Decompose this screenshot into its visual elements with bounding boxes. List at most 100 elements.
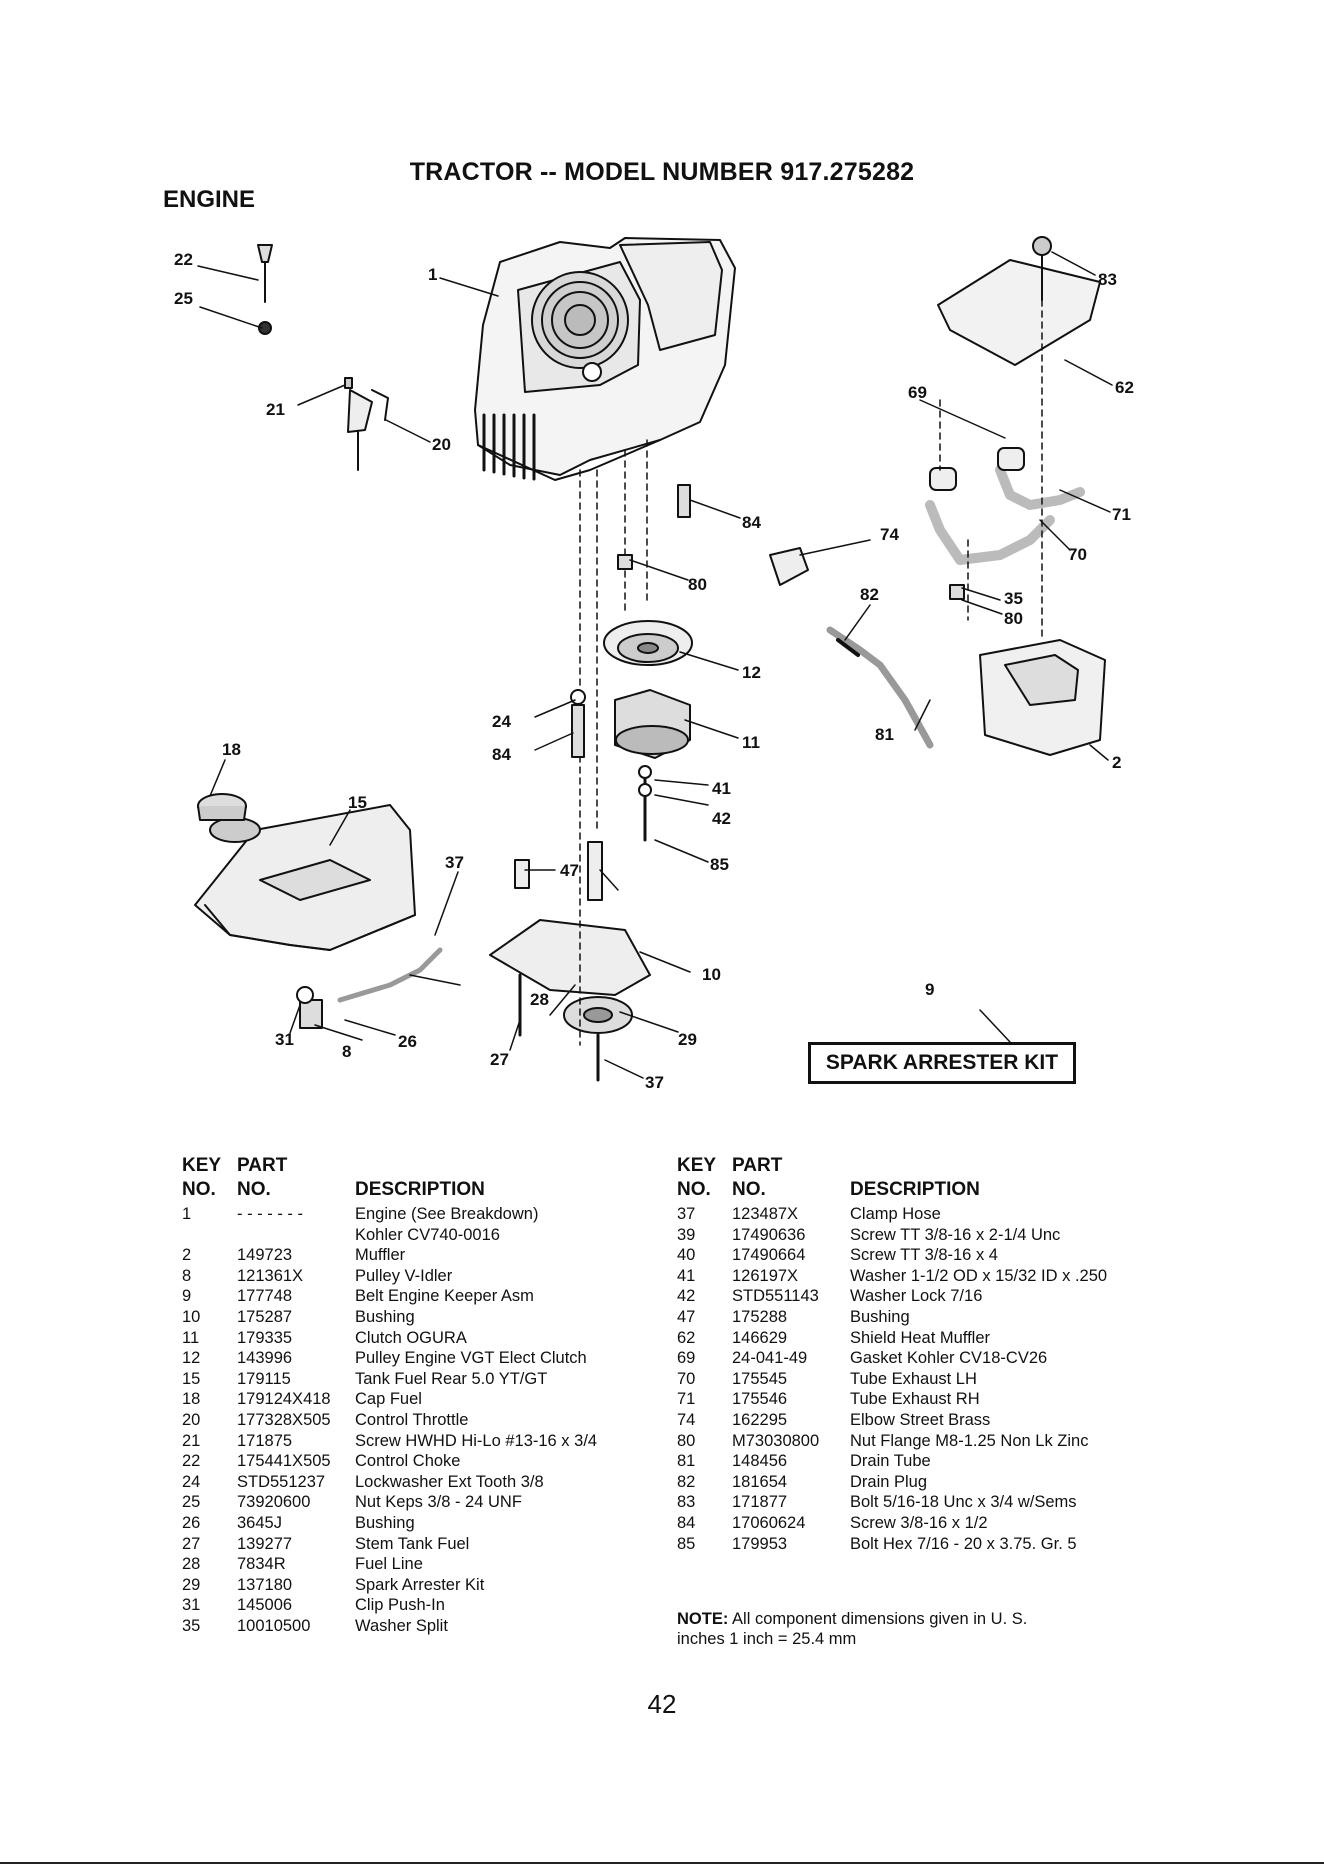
part-description: Tank Fuel Rear 5.0 YT/GT xyxy=(355,1369,548,1388)
part-key-no: 70 xyxy=(677,1369,696,1388)
part-no: 139277 xyxy=(237,1534,293,1553)
callout-label: 80 xyxy=(1004,609,1023,628)
drain-tube xyxy=(769,547,934,749)
part-key-no: 29 xyxy=(182,1575,201,1594)
part-no: 175287 xyxy=(237,1307,293,1326)
clutch xyxy=(614,689,691,759)
part-key-no: 84 xyxy=(677,1513,696,1532)
callout-label: 70 xyxy=(1068,545,1087,564)
part-key-no: 22 xyxy=(182,1452,201,1471)
part-description: Clip Push-In xyxy=(355,1596,445,1615)
part-no: 177748 xyxy=(237,1287,293,1306)
part-description: Screw HWHD Hi-Lo #13-16 x 3/4 xyxy=(355,1431,598,1450)
part-no: 177328X505 xyxy=(237,1410,331,1429)
heat-shield xyxy=(937,236,1101,366)
note-text: All component dimensions given in U. S. xyxy=(728,1610,1028,1628)
part-no: 146629 xyxy=(732,1328,788,1347)
callout-label: 12 xyxy=(742,663,761,682)
part-key-no: 47 xyxy=(677,1307,696,1326)
part-description: Stem Tank Fuel xyxy=(355,1534,470,1553)
part-key-no: 24 xyxy=(182,1472,201,1491)
part-no: 17490664 xyxy=(732,1246,806,1265)
callout-label: 82 xyxy=(860,585,879,604)
header-part-line1: PART xyxy=(237,1155,288,1176)
callout-label: 10 xyxy=(702,965,721,984)
part-no: 171877 xyxy=(732,1493,788,1512)
part-no: 3645J xyxy=(237,1513,282,1532)
part-description: Nut Keps 3/8 - 24 UNF xyxy=(355,1493,522,1512)
part-description: Kohler CV740-0016 xyxy=(355,1225,500,1244)
part-no: 24-041-49 xyxy=(732,1349,808,1368)
callout-label: 21 xyxy=(266,400,285,419)
part-description: Drain Plug xyxy=(850,1472,928,1491)
part-description: Screw TT 3/8-16 x 2-1/4 Unc xyxy=(850,1225,1061,1244)
callout-label: 8 xyxy=(342,1042,351,1061)
part-no: 137180 xyxy=(237,1575,293,1594)
part-key-no: 8 xyxy=(182,1266,192,1285)
part-key-no: 40 xyxy=(677,1246,696,1265)
callout-label: 84 xyxy=(492,745,511,764)
callout-label: 20 xyxy=(432,435,451,454)
part-no: 162295 xyxy=(732,1410,788,1429)
part-no: 7834R xyxy=(237,1555,286,1574)
header-key-line1: KEY xyxy=(677,1155,717,1176)
callout-label: 85 xyxy=(710,855,729,874)
header-part-line1: PART xyxy=(732,1155,783,1176)
parts-rows-left: 1- - - - - - -Engine (See Breakdown)Kohl… xyxy=(182,1204,682,1636)
note-text-2: inches 1 inch = 25.4 mm xyxy=(677,1630,857,1648)
idler-pulley xyxy=(563,996,633,1082)
callout-label: 31 xyxy=(275,1030,294,1049)
callout-label: 84 xyxy=(742,513,761,532)
header-key-line2: NO. xyxy=(677,1179,711,1200)
callout-label: 41 xyxy=(712,779,731,798)
callout-label: 27 xyxy=(490,1050,509,1069)
pulley-engine xyxy=(603,620,693,666)
callout-label: 22 xyxy=(174,250,193,269)
part-description: Shield Heat Muffler xyxy=(850,1328,991,1347)
callout-label: 81 xyxy=(875,725,894,744)
part-key-no: 83 xyxy=(677,1493,696,1512)
part-key-no: 11 xyxy=(182,1328,200,1347)
part-description: Pulley V-Idler xyxy=(355,1266,453,1285)
part-no: 148456 xyxy=(732,1452,788,1471)
part-key-no: 28 xyxy=(182,1555,201,1574)
part-description: Muffler xyxy=(355,1246,406,1265)
callout-label: 37 xyxy=(645,1073,664,1092)
spark-arrester-kit-label: SPARK ARRESTER KIT xyxy=(808,1042,1076,1084)
part-key-no: 80 xyxy=(677,1431,696,1450)
part-no: 17060624 xyxy=(732,1513,806,1532)
part-key-no: 41 xyxy=(677,1266,696,1285)
part-no: 175545 xyxy=(732,1369,788,1388)
dimension-note: NOTE: All component dimensions given in … xyxy=(677,1609,1117,1649)
note-label: NOTE: xyxy=(677,1610,729,1628)
header-key-line2: NO. xyxy=(182,1179,216,1200)
part-no: - - - - - - - xyxy=(237,1205,303,1223)
part-description: Bushing xyxy=(850,1307,910,1326)
callout-label: 29 xyxy=(678,1030,697,1049)
callout-label: 18 xyxy=(222,740,241,759)
part-no: M73030800 xyxy=(732,1431,820,1450)
part-key-no: 18 xyxy=(182,1390,201,1409)
part-key-no: 42 xyxy=(677,1287,696,1306)
part-no: 10010500 xyxy=(237,1616,311,1635)
engine-exploded-diagram: 2225121208362697170847480823580122484118… xyxy=(174,236,1134,1092)
keeper-bracket xyxy=(489,919,651,996)
